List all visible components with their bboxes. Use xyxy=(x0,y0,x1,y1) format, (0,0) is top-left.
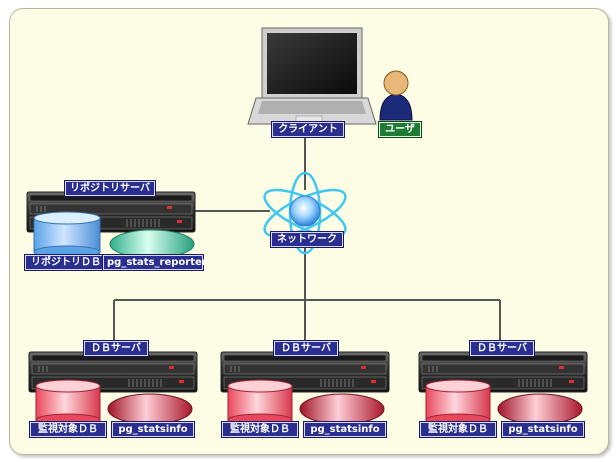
db-server-2 xyxy=(220,351,390,427)
database-cylinder-icon xyxy=(35,379,101,427)
repository-db-label: リポジトリＤＢ xyxy=(25,255,107,270)
statsinfo-label-1: pg_statsinfo xyxy=(112,422,194,437)
laptop-icon xyxy=(247,27,377,125)
connection-lines xyxy=(113,133,501,345)
monitored-db-label-3: 監視対象ＤＢ xyxy=(420,422,496,437)
statsinfo-label-3: pg_statsinfo xyxy=(502,422,584,437)
repository-server-label: リポジトリサーバ xyxy=(65,181,155,196)
network-label: ネットワーク xyxy=(271,232,343,247)
network-globe-icon xyxy=(263,171,347,255)
database-cylinder-icon xyxy=(425,379,491,427)
monitored-db-label-2: 監視対象ＤＢ xyxy=(222,422,298,437)
statsinfo-label-2: pg_statsinfo xyxy=(304,422,386,437)
database-cylinder-icon xyxy=(109,229,195,259)
repository-server xyxy=(26,191,196,259)
client-label: クライアント xyxy=(272,122,344,137)
database-cylinder-icon xyxy=(107,393,193,425)
reporter-label: pg_stats_reporter xyxy=(103,255,207,270)
user-icon xyxy=(379,70,413,121)
database-cylinder-icon xyxy=(299,393,385,425)
db-server-label-1: ＤＢサーバ xyxy=(84,341,148,356)
user-label: ユーザ xyxy=(379,122,421,137)
database-cylinder-icon xyxy=(497,393,583,425)
database-cylinder-icon xyxy=(33,211,101,259)
db-server-label-2: ＤＢサーバ xyxy=(274,341,338,356)
db-server-1 xyxy=(28,351,198,427)
monitored-db-label-1: 監視対象ＤＢ xyxy=(30,422,106,437)
database-cylinder-icon xyxy=(227,379,293,427)
db-server-3 xyxy=(418,351,588,427)
db-server-label-3: ＤＢサーバ xyxy=(470,341,534,356)
